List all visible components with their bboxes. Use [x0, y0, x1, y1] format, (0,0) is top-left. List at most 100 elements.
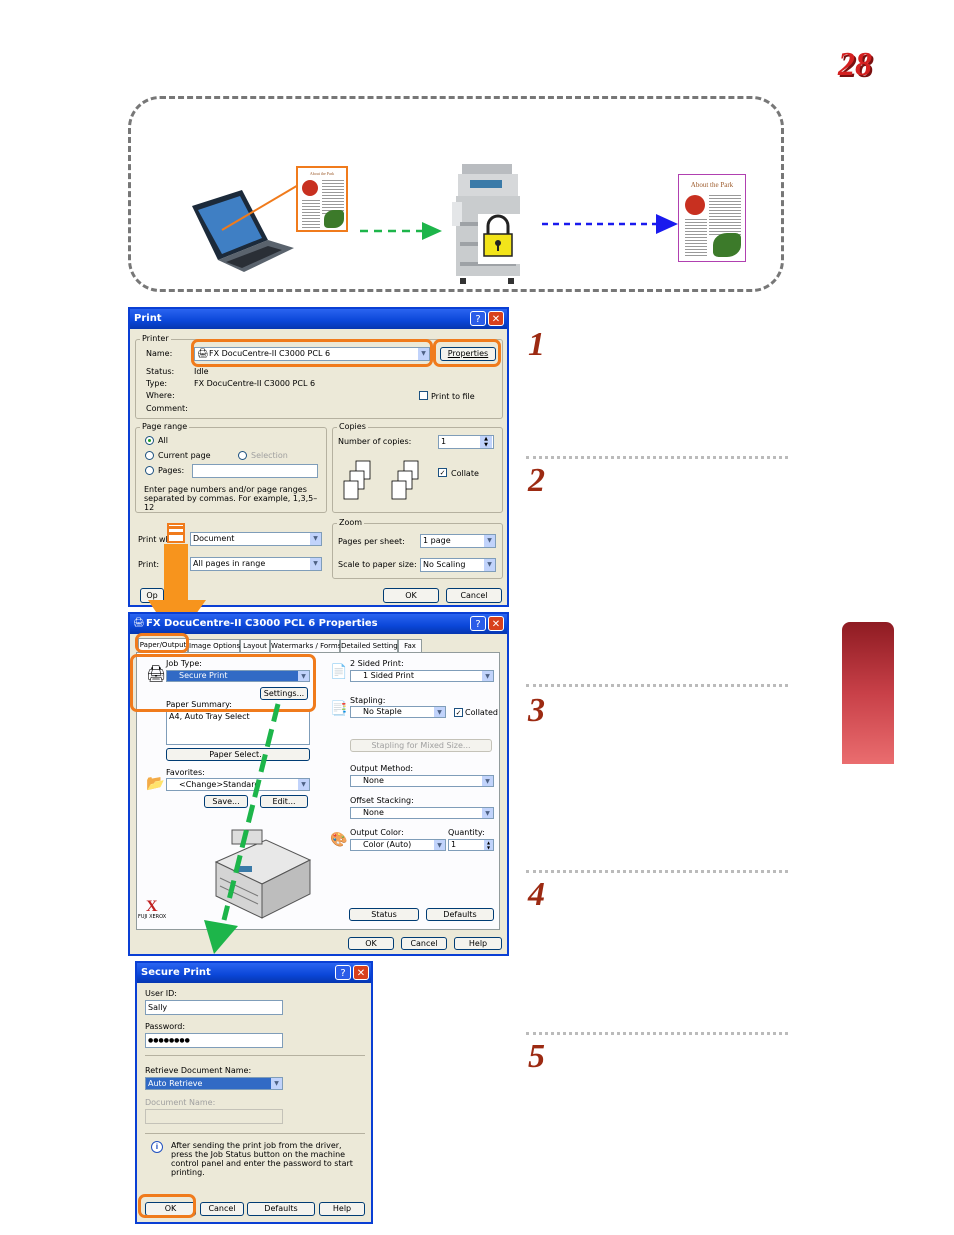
offset-label: Offset Stacking:: [350, 796, 414, 805]
print-to-file-label: Print to file: [431, 392, 475, 401]
user-id-value: Sally: [148, 1003, 168, 1012]
print-cancel-button[interactable]: Cancel: [446, 588, 502, 603]
settings-button[interactable]: Settings...: [260, 687, 308, 700]
close-icon[interactable]: ✕: [488, 616, 504, 631]
stapling-mixed-button[interactable]: Stapling for Mixed Size...: [350, 739, 492, 752]
paper-summary-box: A4, Auto Tray Select: [166, 711, 310, 745]
current-page-radio[interactable]: [145, 451, 154, 460]
properties-dialog: FX DocuCentre-II C3000 PCL 6 Properties …: [128, 612, 509, 956]
properties-highlight: [433, 339, 501, 367]
secure-print-title: Secure Print: [141, 967, 211, 978]
green-dashed-arrow: [204, 703, 281, 954]
tab-detailed-settings[interactable]: Detailed Settings: [340, 639, 401, 652]
name-label: Name:: [146, 349, 173, 358]
collated-checkbox[interactable]: ✓: [454, 708, 463, 717]
properties-ok-button[interactable]: OK: [348, 937, 394, 950]
properties-cancel-button[interactable]: Cancel: [401, 937, 447, 950]
retrieve-select[interactable]: Auto Retrieve: [145, 1077, 283, 1090]
offset-select[interactable]: None: [350, 807, 494, 819]
paper-select-button[interactable]: Paper Select...: [166, 748, 310, 761]
quantity-spinner[interactable]: ▲▼: [484, 840, 493, 850]
output-method-value: None: [363, 776, 384, 785]
pages-input[interactable]: [192, 464, 318, 478]
pages-per-sheet-select[interactable]: 1 page: [420, 534, 496, 548]
close-icon[interactable]: ✕: [488, 311, 504, 326]
info-icon: i: [151, 1141, 163, 1153]
sided-value: 1 Sided Print: [363, 671, 414, 680]
comment-label: Comment:: [146, 404, 188, 413]
step-number-1: 1: [528, 326, 545, 363]
print-range-select[interactable]: All pages in range: [190, 557, 322, 571]
document-thumbnail: About the Park: [296, 166, 348, 232]
tab-layout[interactable]: Layout: [240, 639, 270, 652]
copies-value: 1: [441, 437, 447, 446]
properties-button[interactable]: Properties: [440, 347, 496, 361]
stapling-select[interactable]: No Staple: [350, 706, 446, 718]
user-id-input[interactable]: Sally: [145, 1000, 283, 1015]
tab-watermarks[interactable]: Watermarks / Forms: [270, 639, 341, 652]
print-what-label: Print what:: [138, 535, 182, 544]
properties-help-button[interactable]: Help: [454, 937, 502, 950]
all-label: All: [158, 436, 168, 445]
all-radio[interactable]: [145, 436, 154, 445]
offset-value: None: [363, 808, 384, 817]
favorites-select[interactable]: <Change>Standard: [166, 778, 310, 791]
blue-arrow: [542, 214, 678, 234]
step-divider: [526, 684, 788, 687]
tab-fax[interactable]: Fax: [398, 639, 422, 652]
secure-defaults-button[interactable]: Defaults: [247, 1202, 315, 1216]
print-what-value: Document: [193, 534, 235, 543]
defaults-button[interactable]: Defaults: [426, 908, 494, 921]
print-range-value: All pages in range: [193, 559, 266, 568]
ok-highlight: [138, 1194, 196, 1218]
retrieve-label: Retrieve Document Name:: [145, 1066, 252, 1075]
selection-radio[interactable]: [238, 451, 247, 460]
document-name-input[interactable]: [145, 1109, 283, 1124]
secure-cancel-button[interactable]: Cancel: [200, 1202, 244, 1216]
page-number: 28: [838, 46, 872, 83]
green-arrow: [360, 222, 442, 240]
step-divider: [526, 456, 788, 459]
save-button[interactable]: Save...: [204, 795, 248, 808]
print-what-select[interactable]: Document: [190, 532, 322, 546]
copies-label: Number of copies:: [338, 437, 412, 446]
print-dialog-title: Print: [134, 313, 162, 324]
page-range-hint: Enter page numbers and/or page ranges se…: [144, 485, 318, 512]
sided-select[interactable]: 1 Sided Print: [350, 670, 494, 682]
secure-print-titlebar: Secure Print: [137, 963, 371, 983]
type-value: FX DocuCentre-II C3000 PCL 6: [194, 379, 316, 388]
output-method-label: Output Method:: [350, 764, 414, 773]
help-icon[interactable]: ?: [335, 965, 351, 980]
copies-spinner[interactable]: ▲▼: [480, 436, 492, 448]
status-button[interactable]: Status: [349, 908, 419, 921]
divider: [145, 1055, 365, 1056]
help-icon[interactable]: ?: [470, 616, 486, 631]
printer-group-label: Printer: [140, 334, 171, 343]
pages-radio[interactable]: [145, 466, 154, 475]
secure-help-button[interactable]: Help: [319, 1202, 365, 1216]
scale-select[interactable]: No Scaling: [420, 558, 496, 572]
job-type-select[interactable]: Secure Print: [166, 670, 310, 682]
printer-name-select[interactable]: FX DocuCentre-II C3000 PCL 6: [194, 347, 430, 361]
output-method-select[interactable]: None: [350, 775, 494, 787]
close-icon[interactable]: ✕: [353, 965, 369, 980]
edit-button[interactable]: Edit...: [260, 795, 308, 808]
output-color-select[interactable]: Color (Auto): [350, 839, 446, 851]
help-icon[interactable]: ?: [470, 311, 486, 326]
tab-image-options[interactable]: Image Options: [188, 639, 240, 652]
job-type-value: Secure Print: [179, 671, 228, 680]
properties-titlebar: FX DocuCentre-II C3000 PCL 6 Properties: [130, 614, 507, 634]
zoom-group-label: Zoom: [337, 518, 365, 527]
password-input[interactable]: ●●●●●●●●: [145, 1033, 283, 1048]
step-number-4: 4: [528, 876, 545, 913]
duplex-icon: 📄: [330, 664, 348, 680]
quantity-input[interactable]: 1: [448, 839, 494, 851]
collate-checkbox[interactable]: ✓: [438, 468, 447, 477]
print-to-file-checkbox[interactable]: [419, 391, 428, 400]
pages-label: Pages:: [158, 466, 185, 475]
print-label: Print:: [138, 560, 160, 569]
stapling-value: No Staple: [363, 707, 402, 716]
copies-group-label: Copies: [337, 422, 368, 431]
selection-label: Selection: [251, 451, 288, 460]
print-ok-button[interactable]: OK: [383, 588, 439, 603]
